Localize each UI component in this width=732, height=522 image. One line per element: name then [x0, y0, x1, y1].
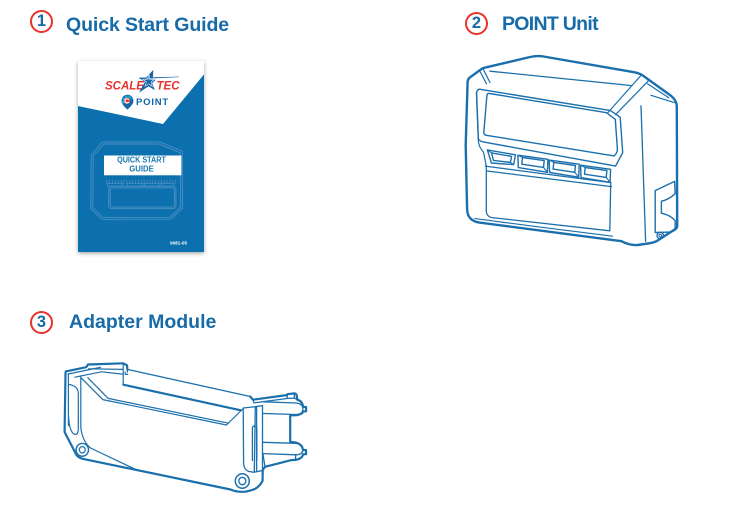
svg-text:POINT: POINT — [136, 97, 169, 108]
svg-text:SCALE: SCALE — [105, 81, 144, 93]
svg-text:9081-05: 9081-05 — [170, 241, 187, 246]
svg-text:TEC: TEC — [157, 81, 181, 93]
svg-text:QUICK START: QUICK START — [117, 156, 166, 165]
svg-text:GUIDE: GUIDE — [129, 165, 154, 174]
